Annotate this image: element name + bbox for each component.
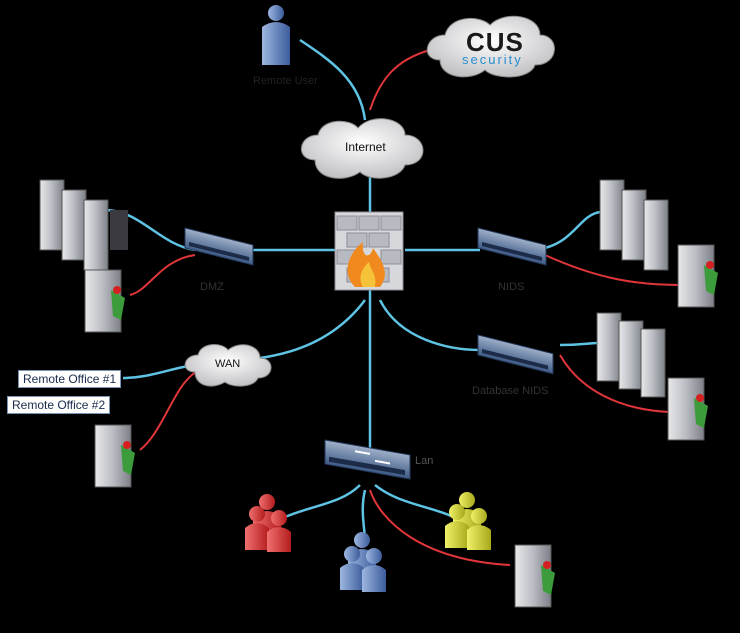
firewall-icon bbox=[334, 211, 404, 291]
monitor-links bbox=[129, 49, 681, 566]
user-group-red-icon bbox=[245, 494, 291, 552]
remote-user-icon bbox=[262, 5, 290, 65]
user-group-yellow-icon bbox=[445, 492, 491, 550]
wan-cloud-icon bbox=[184, 344, 272, 387]
remote-office-2-label: Remote Office #2 bbox=[7, 396, 111, 414]
switch-dmz-left-icon bbox=[184, 227, 254, 266]
sensor-server-wan-icon bbox=[94, 424, 135, 488]
wan-label: WAN bbox=[215, 358, 241, 370]
internet-cloud-icon bbox=[300, 118, 424, 179]
brand-logo-text: CUS bbox=[466, 27, 524, 57]
sensor-server-nids-icon bbox=[677, 244, 718, 308]
sensor-server-lan-icon bbox=[514, 544, 555, 608]
brand-cloud bbox=[426, 15, 555, 78]
sensor-server-database-icon bbox=[667, 377, 708, 441]
server-cluster-dmz-icon bbox=[39, 179, 128, 271]
lan-label: Lan bbox=[415, 455, 434, 467]
remote-office-1-label: Remote Office #1 bbox=[18, 370, 122, 388]
nids-label: NIDS bbox=[498, 281, 525, 293]
switch-lan-icon bbox=[324, 439, 411, 480]
remote-user-label: Remote User bbox=[253, 75, 318, 87]
sensor-server-dmz-icon bbox=[84, 269, 125, 333]
switch-database-nids-icon bbox=[477, 334, 554, 375]
database-nids-label: Database NIDS bbox=[472, 385, 549, 397]
switch-nids-icon bbox=[477, 227, 547, 266]
internet-label: Internet bbox=[345, 140, 386, 154]
user-group-blue-icon bbox=[340, 532, 386, 592]
server-cluster-nids-icon bbox=[599, 179, 669, 271]
brand-logo-subtext: security bbox=[462, 52, 523, 67]
server-cluster-database-icon bbox=[596, 312, 666, 398]
dmz-label: DMZ bbox=[200, 281, 224, 293]
